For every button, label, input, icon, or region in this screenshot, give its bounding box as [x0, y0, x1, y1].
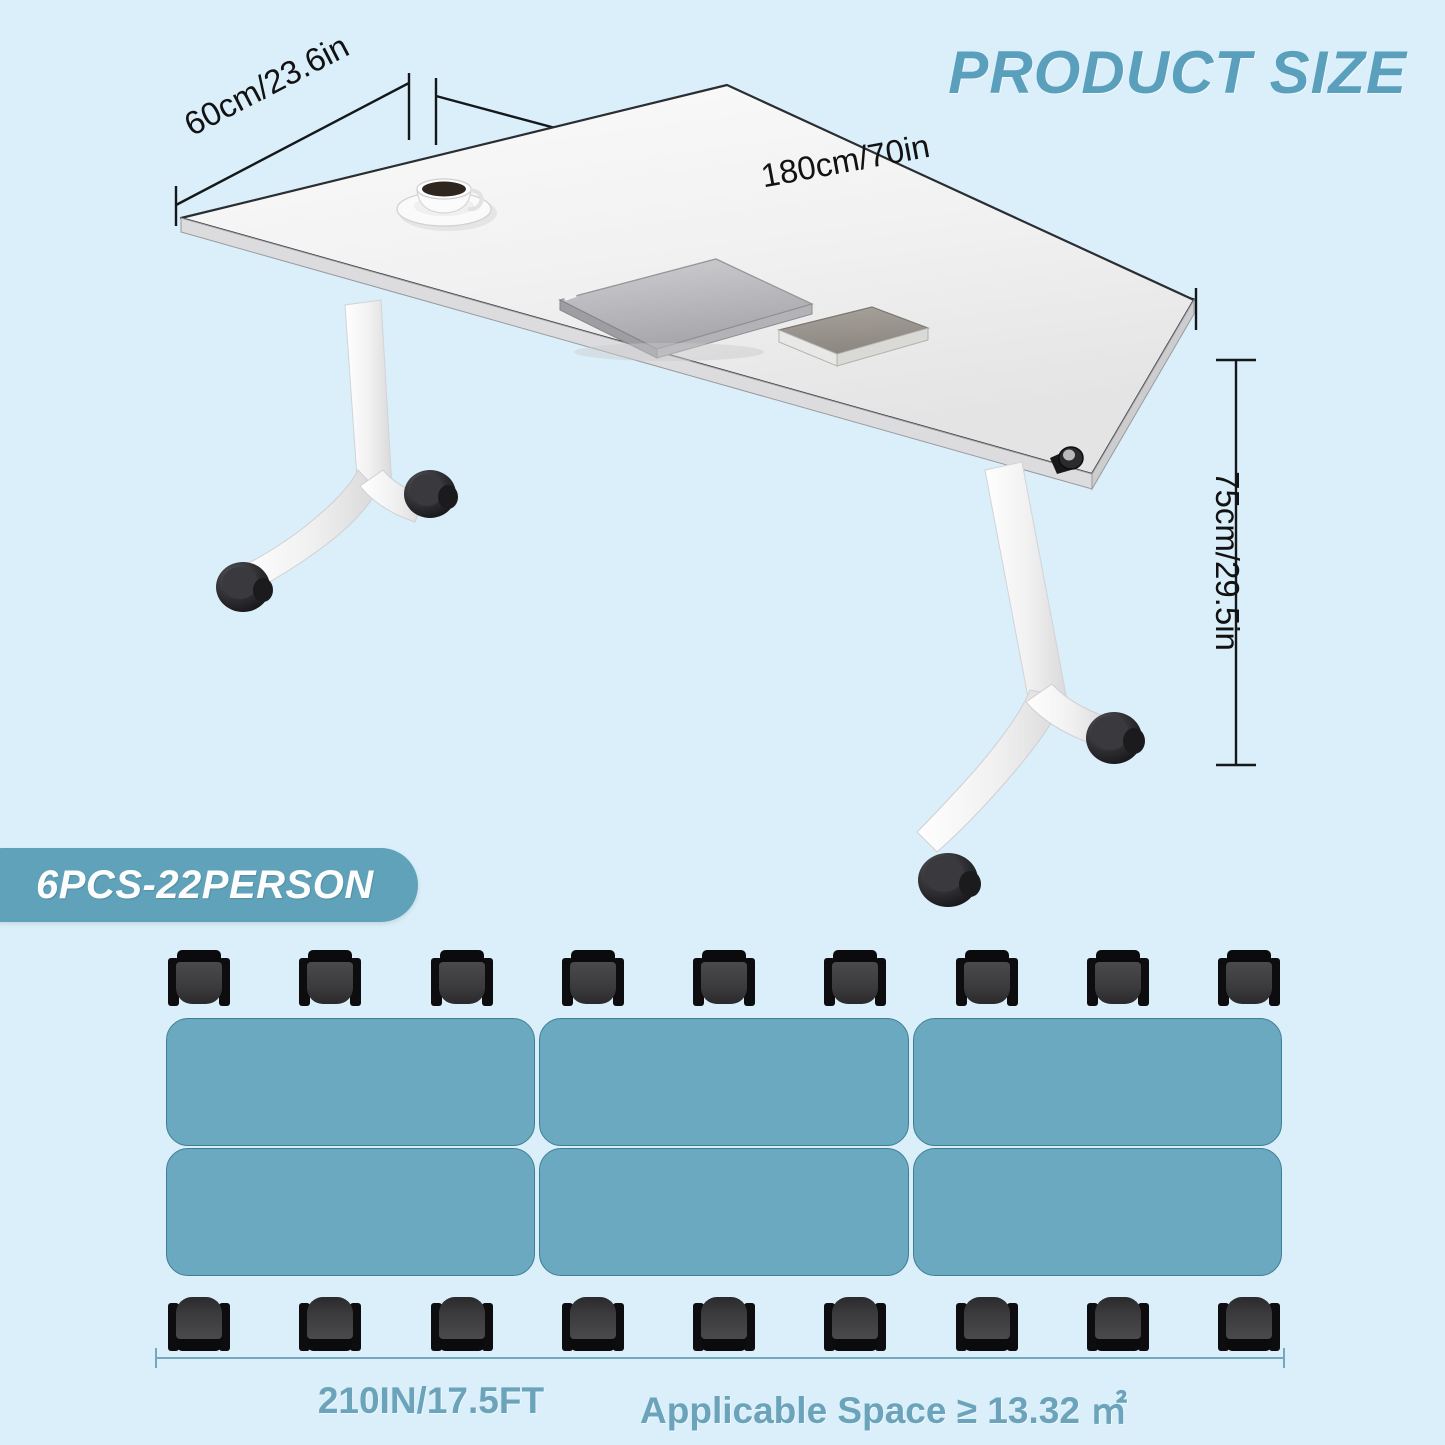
table-block: [539, 1018, 909, 1146]
chair-icon: [299, 948, 362, 1008]
right-leg: [916, 461, 1145, 907]
notebook-icon: [777, 306, 930, 367]
chair-icon: [168, 1293, 230, 1353]
flip-lock-knob-icon: [1050, 446, 1084, 474]
chair-icon: [1218, 1293, 1280, 1353]
caster-icon: [216, 562, 273, 612]
chair-icon: [561, 948, 624, 1008]
coffee-cup-icon: [396, 178, 497, 231]
chair-icon: [824, 1293, 887, 1353]
caster-icon: [1086, 712, 1145, 764]
chair-icon: [1218, 948, 1280, 1008]
chair-icon: [1086, 948, 1149, 1008]
measure-tick-right: [1283, 1348, 1285, 1368]
table-block: [912, 1148, 1282, 1276]
configuration-badge-label: 6PCS-22PERSON: [36, 862, 374, 907]
seating-layout-diagram: [0, 930, 1445, 1445]
table-grid: [166, 1018, 1282, 1276]
table-block: [166, 1018, 536, 1146]
chair-row-top: [168, 948, 1280, 1010]
measure-tick-left: [155, 1348, 157, 1368]
chair-icon: [1086, 1293, 1149, 1353]
footprint-caption: 210IN/17.5FT Applicable Space ≥ 13.32 ㎡: [0, 1380, 1445, 1434]
height-dimension-label: 75cm/29.5in: [1209, 471, 1246, 651]
page-title: PRODUCT SIZE: [948, 39, 1407, 106]
table-block: [912, 1018, 1282, 1146]
left-leg: [216, 299, 458, 612]
chair-icon: [430, 948, 493, 1008]
footprint-span-label: 210IN/17.5FT: [317, 1380, 545, 1421]
chair-icon: [561, 1293, 624, 1353]
chair-icon: [955, 948, 1018, 1008]
caster-icon: [404, 470, 458, 518]
product-illustration: 60cm/23.6in 180cm/70in 75cm/29.5in: [174, 27, 1256, 907]
chair-icon: [693, 1293, 755, 1353]
chair-icon: [824, 948, 887, 1008]
chair-row-bottom: [168, 1293, 1280, 1355]
chair-icon: [693, 948, 755, 1008]
footprint-measure-line: [155, 1348, 1285, 1368]
chair-icon: [955, 1293, 1018, 1353]
table-block: [166, 1148, 536, 1276]
chair-icon: [430, 1293, 493, 1353]
applicable-space-label: Applicable Space ≥ 13.32 ㎡: [640, 1390, 1128, 1431]
measure-line: [155, 1357, 1285, 1359]
table-block: [539, 1148, 909, 1276]
height-dimension-line: [1216, 358, 1256, 767]
caster-icon: [918, 853, 981, 907]
configuration-badge: 6PCS-22PERSON: [0, 848, 418, 922]
chair-icon: [299, 1293, 362, 1353]
chair-icon: [168, 948, 230, 1008]
laptop-icon: [558, 258, 814, 361]
table-drawing: [174, 73, 1256, 907]
